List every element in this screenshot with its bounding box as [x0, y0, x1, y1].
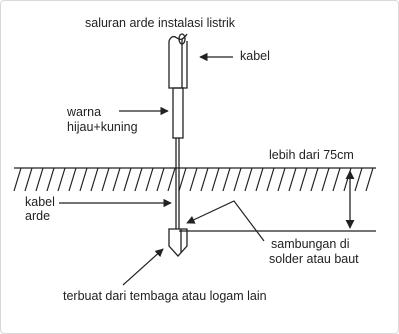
label-ground-cable-line2: arde	[25, 209, 51, 223]
label-joint-line1: sambungan di	[271, 237, 350, 251]
ground-surface	[13, 167, 376, 192]
label-color-line1: warna	[67, 105, 102, 119]
label-cable: kabel	[240, 49, 270, 63]
joint-pointer-arrow	[186, 200, 265, 242]
ground-wire	[175, 138, 180, 229]
ground-electrode	[168, 228, 188, 257]
label-joint-line2: solder atau baut	[269, 252, 359, 266]
insulated-wire	[172, 87, 184, 139]
cable-sheath	[168, 33, 188, 89]
label-electrode-material: terbuat dari tembaga atau logam lain	[63, 289, 267, 303]
label-color-line2: hijau+kuning	[67, 120, 138, 134]
electrode-pointer-arrow	[122, 248, 164, 286]
label-depth: lebih dari 75cm	[269, 148, 354, 162]
label-top-title: saluran arde instalasi listrik	[85, 16, 236, 30]
label-ground-cable-line1: kabel	[25, 195, 55, 209]
